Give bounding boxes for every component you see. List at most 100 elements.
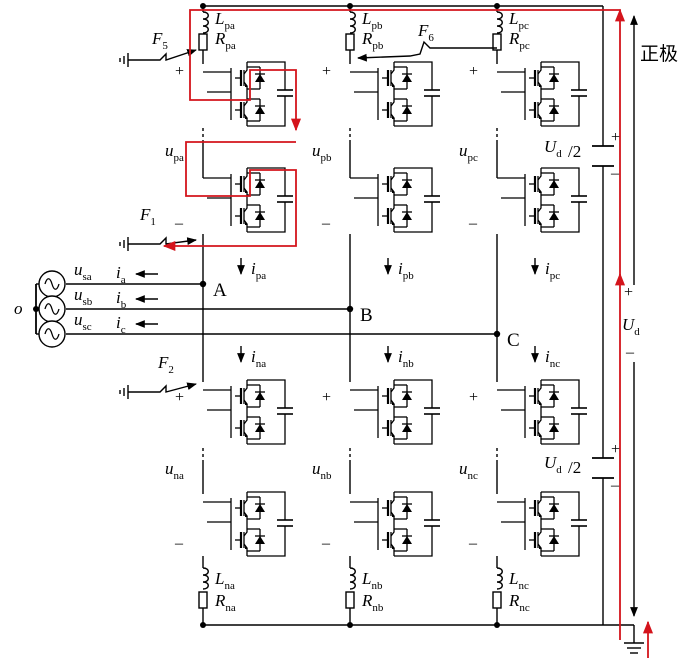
bus-dot-top-a	[200, 3, 206, 9]
inductor-na	[202, 567, 209, 590]
label-F-2: F2	[157, 353, 174, 376]
resistor-na	[198, 591, 208, 609]
label-neutral: o	[14, 299, 23, 318]
bus-dot-bottom-b	[347, 622, 353, 628]
label-i-na: ina	[251, 347, 266, 370]
sign-plus-lower-c: +	[469, 389, 478, 406]
submodule-upper-b-1	[350, 61, 440, 127]
sign-minus-lower-b: –	[321, 535, 331, 552]
inductor-pc	[496, 11, 503, 34]
dc-cap-minus-1: –	[610, 477, 620, 494]
submodules	[203, 61, 587, 557]
label-u-pa: upa	[165, 141, 184, 164]
fault-2	[119, 382, 197, 399]
fault-current-path	[162, 8, 654, 658]
inductor-nc	[496, 567, 503, 590]
bus-dot-bottom-c	[494, 622, 500, 628]
label-u-na: una	[165, 459, 184, 482]
resistor-pb	[345, 33, 355, 51]
label-R-nb: Rnb	[361, 591, 384, 614]
label-L-pb: Lpb	[361, 9, 383, 32]
node-label-A: A	[213, 280, 227, 301]
label-half-lower: /2	[568, 458, 581, 477]
submodule-lower-b-2	[350, 491, 440, 557]
submodule-upper-c-1	[497, 61, 587, 127]
label-R-nc: Rnc	[508, 591, 530, 614]
label-Ud-half-lower: Ud	[544, 453, 562, 476]
sign-plus-lower-a: +	[175, 389, 184, 406]
fault-6	[357, 40, 497, 62]
submodule-upper-a-1	[203, 61, 293, 127]
label-L-pc: Lpc	[508, 9, 529, 32]
label-i-pb: ipb	[398, 259, 414, 282]
label-u-pc: upc	[459, 141, 478, 164]
dc-cap-plus-0: +	[611, 129, 620, 146]
submodule-upper-b-2	[350, 167, 440, 233]
submodule-lower-a-1	[203, 379, 293, 445]
label-u-nb: unb	[312, 459, 332, 482]
label-R-pc: Rpc	[508, 29, 530, 52]
label-L-nc: Lnc	[508, 569, 529, 592]
sign-plus-upper-b: +	[322, 63, 331, 80]
label-F-5: F5	[151, 29, 168, 52]
dc-cap-minus-0: –	[610, 165, 620, 182]
label-i-a: ia	[116, 263, 126, 286]
submodule-lower-c-2	[497, 491, 587, 557]
label-u-sb: usb	[74, 285, 93, 308]
neutral-dot	[33, 306, 39, 312]
label-i-pa: ipa	[251, 259, 266, 282]
fault-5	[119, 49, 197, 67]
bus-dot-bottom-a	[200, 622, 206, 628]
label-u-pb: upb	[312, 141, 332, 164]
inductor-pa	[202, 11, 209, 34]
submodule-upper-a-2	[203, 167, 293, 233]
label-F-1: F1	[139, 205, 156, 228]
sign-plus-upper-a: +	[175, 63, 184, 80]
submodule-lower-b-1	[350, 379, 440, 445]
label-R-pb: Rpb	[361, 29, 384, 52]
label-i-c: ic	[116, 313, 126, 336]
label-Ud-half-upper: Ud	[544, 137, 562, 160]
submodule-lower-a-2	[203, 491, 293, 557]
bus-dot-top-b	[347, 3, 353, 9]
label-L-pa: Lpa	[214, 9, 235, 32]
bus-dot-top-c	[494, 3, 500, 9]
circuit-wires	[33, 3, 644, 654]
label-R-na: Rna	[214, 591, 236, 614]
label-half-upper: /2	[568, 142, 581, 161]
label-i-nb: inb	[398, 347, 414, 370]
inductor-nb	[349, 567, 356, 590]
inductor-pb	[349, 11, 356, 34]
sign-minus-upper-c: –	[468, 215, 478, 232]
fault-1	[119, 236, 197, 251]
sign-minus-upper-b: –	[321, 215, 331, 232]
label-R-pa: Rpa	[214, 29, 236, 52]
sign-plus-lower-b: +	[322, 389, 331, 406]
sign-minus-lower-a: –	[174, 535, 184, 552]
resistor-pa	[198, 33, 208, 51]
label-u-nc: unc	[459, 459, 478, 482]
label-positive-pole: 正极	[640, 43, 678, 65]
label-u-sa: usa	[74, 260, 92, 283]
label-u-sc: usc	[74, 310, 92, 333]
label-i-pc: ipc	[545, 259, 560, 282]
resistor-nb	[345, 591, 355, 609]
label-Ud: Ud	[622, 315, 640, 338]
sign-minus-upper-a: –	[174, 215, 184, 232]
submodule-upper-c-2	[497, 167, 587, 233]
sign-minus-lower-c: –	[468, 535, 478, 552]
label-L-na: Lna	[214, 569, 235, 592]
sign-plus-upper-c: +	[469, 63, 478, 80]
node-label-B: B	[360, 305, 373, 326]
label-F-6: F6	[417, 21, 434, 44]
dc-plus-sign: +	[624, 284, 633, 301]
dc-minus-sign: –	[625, 344, 635, 361]
node-label-C: C	[507, 330, 520, 351]
dc-cap-plus-1: +	[611, 441, 620, 458]
submodule-lower-c-1	[497, 379, 587, 445]
label-i-nc: inc	[545, 347, 560, 370]
resistor-nc	[492, 591, 502, 609]
label-i-b: ib	[116, 288, 127, 311]
